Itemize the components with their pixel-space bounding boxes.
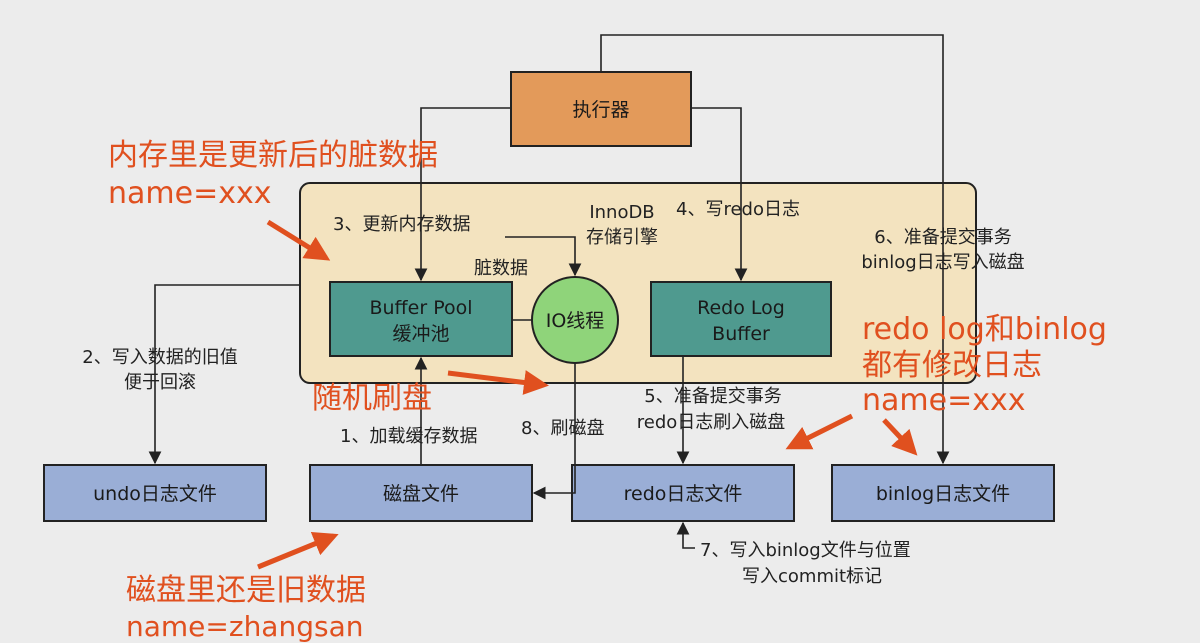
annotation-logs-1: redo log和binlog [862,312,1107,347]
annotation-arrow-random-flush [447,370,549,395]
annotation-arrow-disk [257,531,339,570]
annotation-arrow-memory [266,219,331,261]
step-1-label: 1、加载缓存数据 [340,426,477,447]
innodb-label-2: 存储引擎 [586,227,658,248]
undo-file-label: undo日志文件 [93,483,217,505]
buffer-pool-label-2: 缓冲池 [392,323,449,345]
executor-box [510,71,692,147]
disk-file-label: 磁盘文件 [383,483,459,505]
step-4-label: 4、写redo日志 [676,199,800,220]
redo-file-box [571,464,795,522]
executor-label: 执行器 [572,99,629,121]
edge-io-to-disk [532,363,576,500]
edge-executor-to-redo-buffer [691,107,748,282]
annotation-memory-1: 内存里是更新后的脏数据 [108,138,438,173]
annotation-arrow-redo [785,413,854,450]
step-5-label-1: 5、准备提交事务 [644,386,781,407]
binlog-file-label: binlog日志文件 [876,483,1010,505]
step-8-label: 8、刷磁盘 [521,418,604,439]
edge-executor-to-binlog [600,34,950,465]
dirty-data-label: 脏数据 [474,258,528,279]
annotation-logs-3: name=xxx [862,383,1025,418]
disk-file-box [309,464,533,522]
buffer-pool-box [329,281,513,357]
annotation-memory-2: name=xxx [108,176,271,211]
innodb-label-1: InnoDB [589,202,654,223]
undo-file-box [43,464,267,522]
annotation-arrow-binlog [882,418,918,456]
buffer-pool-label-1: Buffer Pool [369,297,472,319]
redo-file-label: redo日志文件 [624,483,743,505]
annotation-disk-2: name=zhangsan [126,610,363,643]
io-thread-label: IO线程 [546,310,605,332]
edge-executor-to-buffer-pool [414,107,511,282]
redo-log-buffer-box [650,281,832,357]
step-6-label-1: 6、准备提交事务 [874,227,1011,248]
redo-log-buffer-label-1: Redo Log [697,297,785,319]
step-6-label-2: binlog日志写入磁盘 [861,252,1024,273]
redo-log-buffer-label-2: Buffer [712,323,770,345]
step-5-label-2: redo日志刷入磁盘 [637,412,786,433]
step-2-label-1: 2、写入数据的旧值 [82,347,237,368]
edge-memory-to-io [505,236,582,277]
step-7-label-2: 写入commit标记 [742,566,882,587]
step-3-label: 3、更新内存数据 [333,214,470,235]
step-2-label-2: 便于回滚 [124,372,196,393]
annotation-random-flush: 随机刷盘 [312,381,432,416]
annotation-disk-1: 磁盘里还是旧数据 [126,573,366,608]
edge-commit-to-redo-file [676,521,695,549]
step-7-label-1: 7、写入binlog文件与位置 [700,540,911,561]
edge-buffer-pool-to-undo [148,284,300,465]
binlog-file-box [831,464,1055,522]
annotation-logs-2: 都有修改日志 [862,348,1042,383]
